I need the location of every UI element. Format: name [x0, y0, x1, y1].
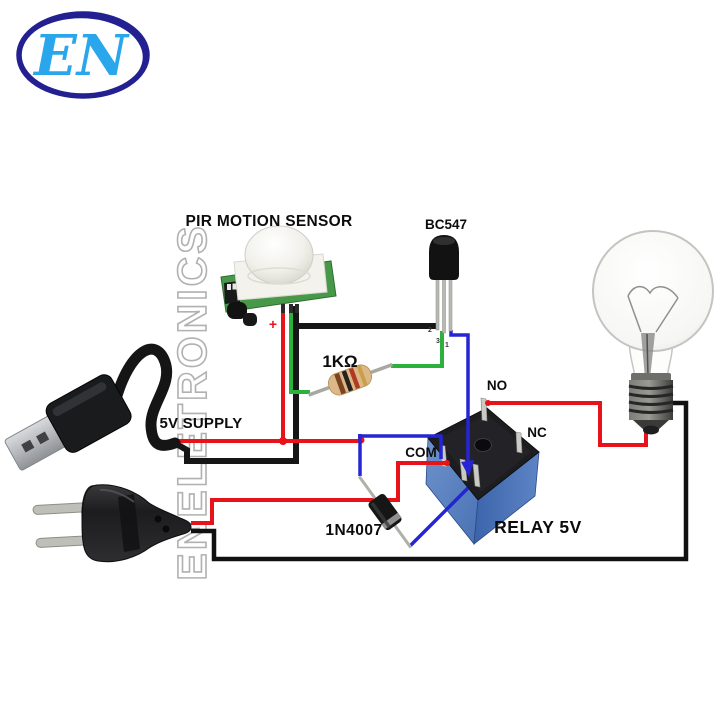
label-supply: 5V SUPPLY — [160, 415, 243, 432]
resistor-band-black — [341, 370, 354, 392]
usb-supply — [4, 343, 181, 471]
pir-fresnel-dome — [244, 225, 314, 285]
wire-no-to-bulb — [487, 401, 648, 447]
bulb-contact-tip — [643, 425, 659, 435]
wire-collector-to-coil — [449, 330, 470, 464]
label-pir-sensor: PIR MOTION SENSOR — [185, 213, 352, 230]
usb-contact-hole — [21, 439, 35, 453]
ac-plug — [32, 484, 192, 563]
en-logo: EN — [16, 11, 150, 99]
diode-highlight — [370, 501, 391, 529]
pir-header-slot — [227, 284, 231, 290]
junction-no — [485, 400, 491, 406]
pir-capacitor — [227, 302, 247, 319]
relay-pin-nc — [515, 431, 523, 454]
transistor-pin-2: 2 — [428, 327, 432, 334]
bulb-base-cone — [633, 420, 669, 430]
resistor-band-gold — [356, 365, 368, 387]
junction-com — [444, 460, 450, 466]
resistor-band-brown — [334, 372, 347, 395]
relay-coil-core — [474, 438, 492, 452]
bulb-collar — [631, 373, 671, 381]
plug-detail-hole — [154, 515, 162, 523]
usb-body-highlight — [52, 382, 107, 417]
usb-plug-body — [45, 374, 132, 453]
usb-cable — [110, 343, 181, 451]
label-relay-no: NO — [487, 378, 507, 393]
diode-1n4007 — [357, 475, 413, 549]
resistor-lead-right — [366, 362, 393, 376]
resistor-1k — [308, 362, 393, 397]
pir-capacitor-small — [243, 313, 257, 326]
pir-motion-sensor — [220, 225, 337, 326]
filament-support — [627, 295, 642, 333]
wire-mains-neutral — [191, 400, 689, 562]
transistor-body — [429, 235, 459, 280]
transistor-leg-emitter — [435, 278, 440, 331]
logo-ring-inner — [16, 15, 146, 99]
usb-contact-hole — [36, 431, 50, 445]
plug-highlight — [99, 488, 135, 503]
relay-pin-coil-b — [472, 463, 481, 488]
label-pir-plus: + — [269, 316, 277, 332]
resistor-band-red — [348, 367, 361, 390]
pir-pin — [295, 304, 299, 313]
wire-resistor-to-base — [391, 331, 444, 368]
bulb-stem-core — [646, 333, 649, 378]
junction-5v-pir — [279, 437, 287, 445]
plug-detail-hole — [162, 525, 170, 533]
label-resistor: 1KΩ — [322, 352, 357, 371]
transistor-pin-1: 1 — [445, 342, 449, 349]
light-bulb — [592, 230, 714, 435]
transistor-body-shine — [433, 237, 455, 245]
filament-support — [655, 297, 679, 333]
logo-text: EN — [32, 23, 130, 89]
bulb-screw-threads — [628, 384, 674, 414]
wire-usb-ground — [176, 306, 299, 464]
pir-dome-ring — [247, 267, 311, 285]
transistor-leg-collector — [448, 278, 453, 332]
pir-pin — [289, 304, 293, 313]
blue-arrowhead — [461, 460, 474, 477]
pir-header-slot — [232, 283, 237, 290]
wire-5v-to-coil — [358, 434, 443, 459]
label-relay-nc: NC — [527, 425, 547, 440]
wire-pir-out-to-resistor — [289, 307, 310, 394]
bulb-filament — [627, 285, 679, 333]
wire-diode-to-coil — [408, 486, 470, 548]
pir-pin — [281, 304, 285, 313]
transistor-bc547: 2 3 1 — [428, 235, 459, 349]
plug-grip-band — [118, 494, 140, 552]
transistor-leg-base — [442, 278, 446, 334]
label-transistor: BC547 — [425, 217, 467, 232]
filament-coil — [627, 285, 679, 299]
transistor-pin-3: 3 — [436, 338, 440, 345]
label-relay-com: COM — [405, 445, 437, 460]
label-relay: RELAY 5V — [494, 517, 582, 537]
label-diode: 1N4007 — [325, 522, 382, 539]
relay-top-sheen — [437, 414, 531, 492]
wire-mains-live-to-com — [191, 461, 447, 525]
